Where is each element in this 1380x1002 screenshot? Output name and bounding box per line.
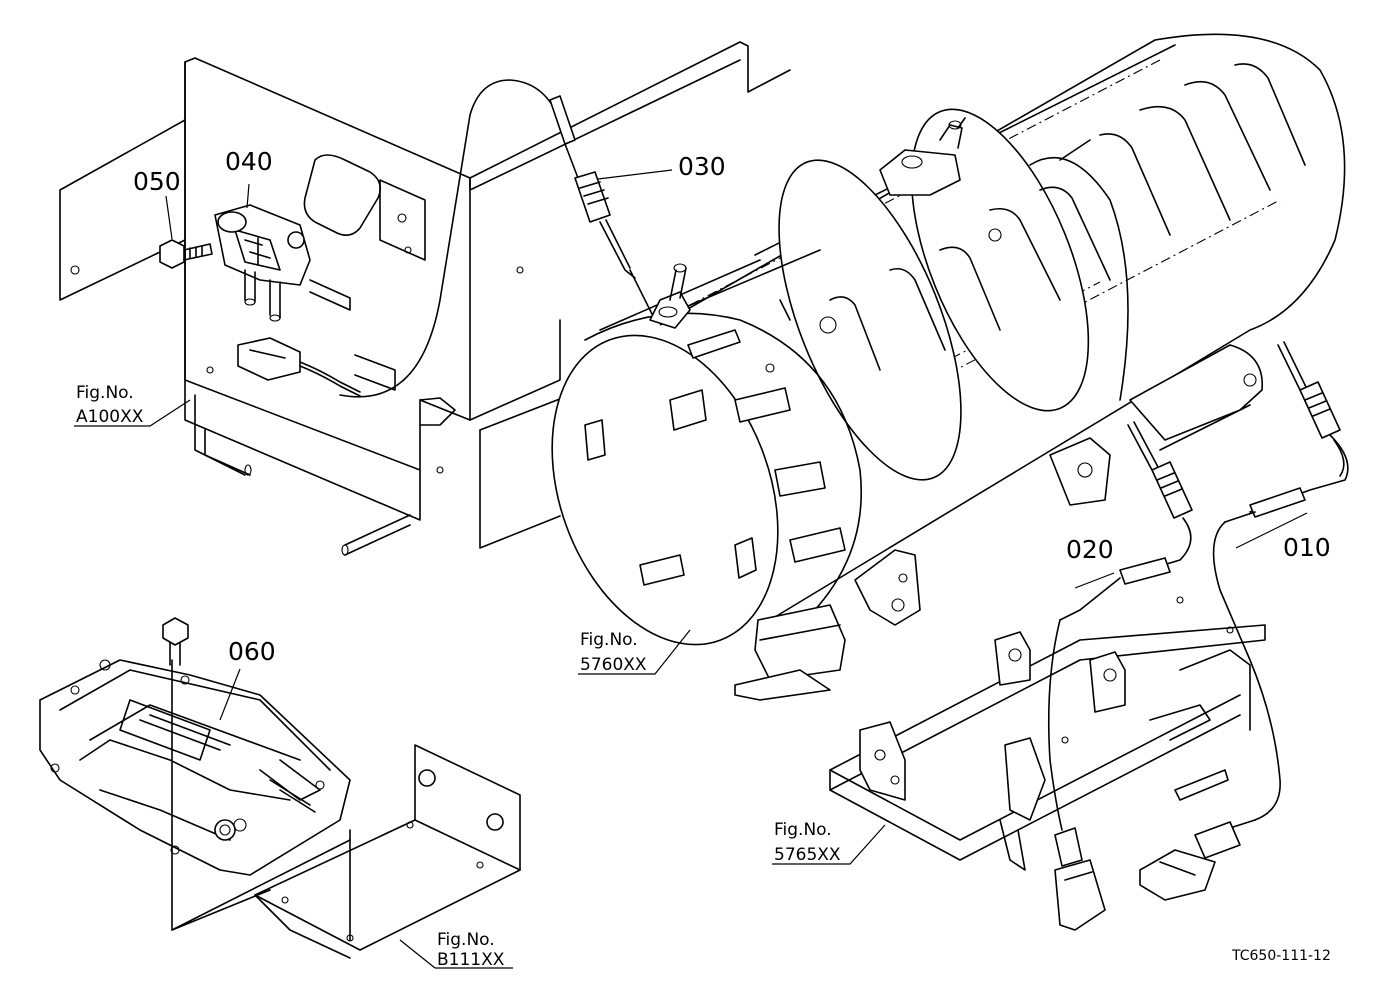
sensor-bracket-5765 <box>829 596 1266 871</box>
fig-ref-5765-code: 5765XX <box>774 845 841 865</box>
leader-lines <box>74 169 1308 969</box>
drawing-code: TC650-111-12 <box>1231 948 1331 964</box>
part-number-030: 030 <box>678 152 726 181</box>
ecu-060 <box>39 617 351 931</box>
harness-connector-040 <box>237 337 396 397</box>
fig-ref-5760-code: 5760XX <box>580 655 647 675</box>
part-number-010: 010 <box>1283 533 1331 562</box>
bolt-050 <box>159 239 213 269</box>
fig-ref-b111-prefix: Fig.No. <box>437 930 495 950</box>
exhaust-temp-sensor-020 <box>1047 421 1193 931</box>
ecu-bracket-b111 <box>254 744 521 959</box>
part-number-050: 050 <box>133 167 181 196</box>
fig-ref-b111-code: B111XX <box>437 950 505 970</box>
part-number-040: 040 <box>225 147 273 176</box>
part-number-020: 020 <box>1066 535 1114 564</box>
exhaust-temp-sensor-030 <box>339 79 656 398</box>
fig-ref-5760-prefix: Fig.No. <box>580 630 638 650</box>
part-number-060: 060 <box>228 637 276 666</box>
pressure-sensor-040 <box>214 204 311 322</box>
dpf-canister <box>551 33 1346 701</box>
exhaust-temp-sensor-010 <box>1139 341 1349 901</box>
figure-references: Fig.No. A100XX Fig.No. 5760XX Fig.No. 57… <box>76 383 841 970</box>
mounting-panel-a100 <box>59 41 791 556</box>
fig-ref-a100-code: A100XX <box>76 407 144 427</box>
fig-ref-a100-prefix: Fig.No. <box>76 383 134 403</box>
fig-ref-5765-prefix: Fig.No. <box>774 820 832 840</box>
part-number-labels: 010 020 030 040 050 060 <box>133 147 1331 666</box>
